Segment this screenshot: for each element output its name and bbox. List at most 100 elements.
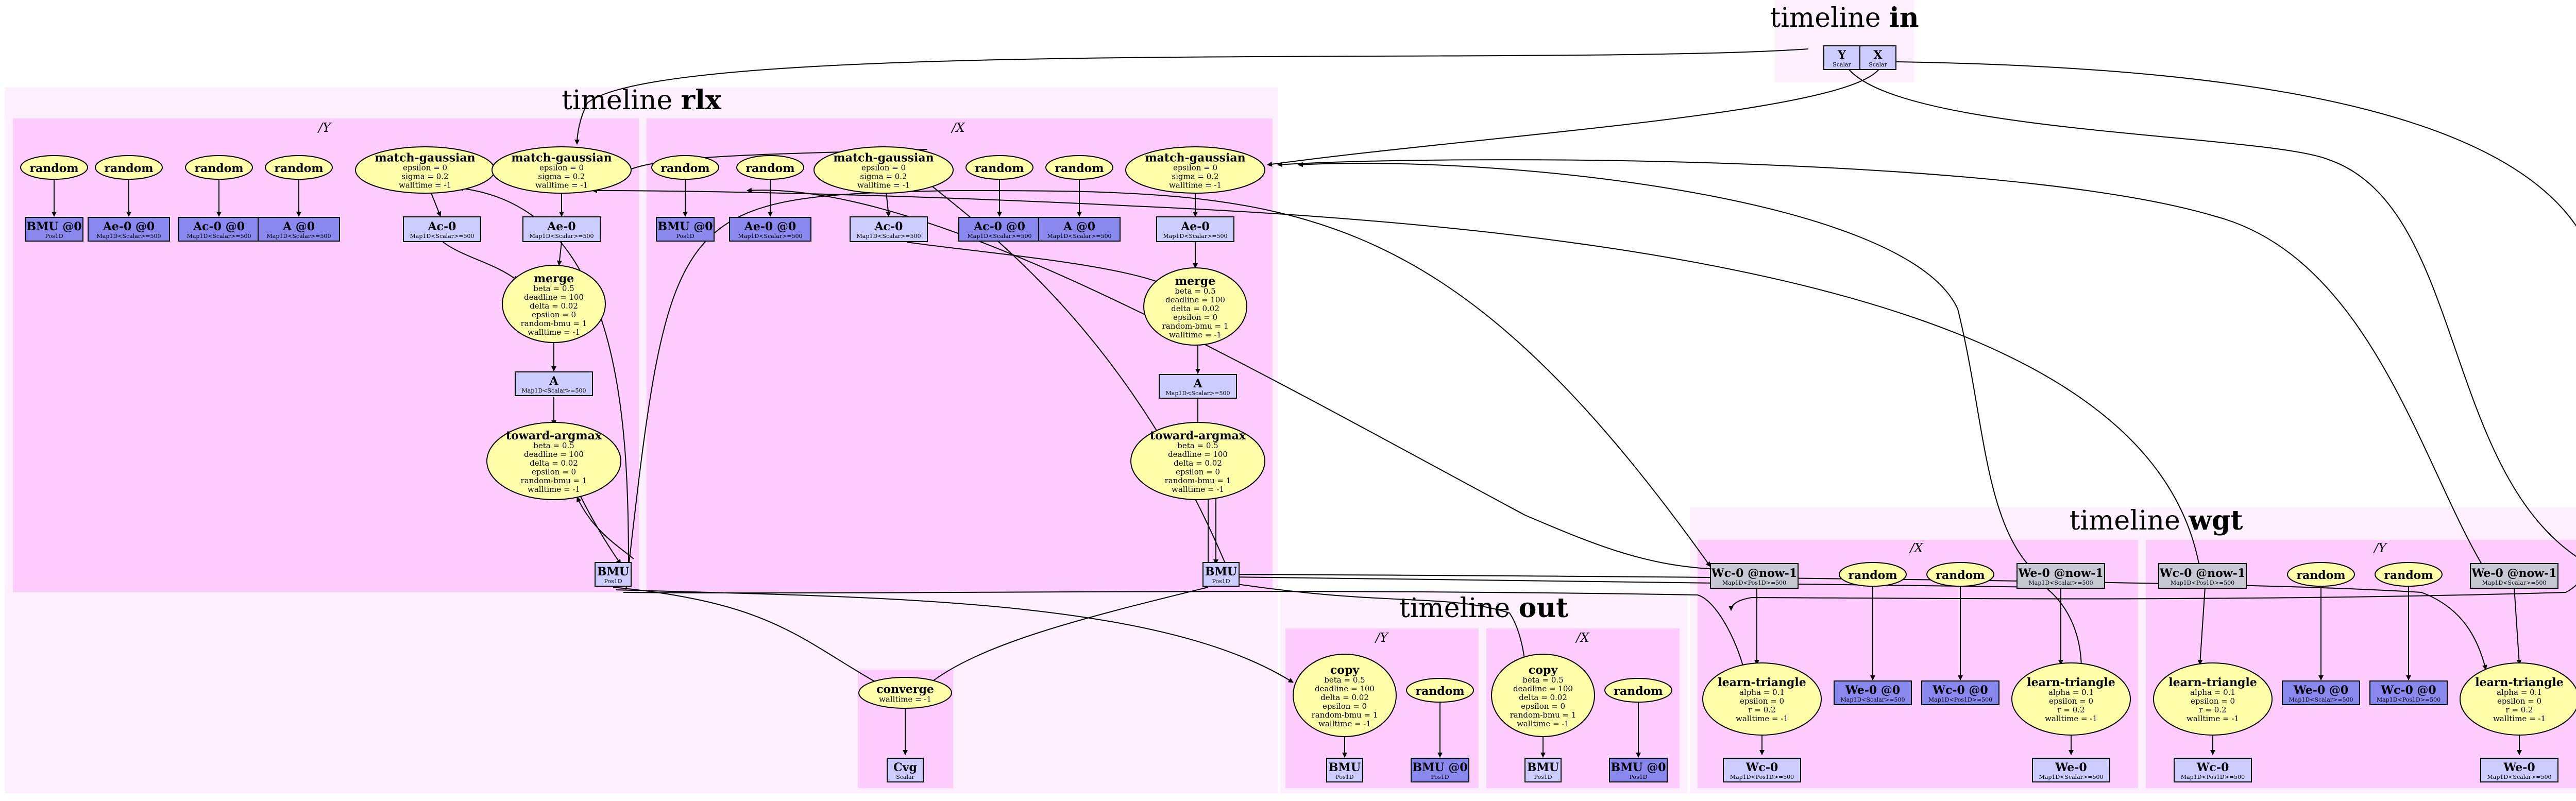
node-title: learn-triangle [2475,676,2563,689]
node-param: walltime = -1 [879,695,931,704]
node-ry-r3[interactable]: random [185,155,253,180]
node-wy-r1[interactable]: random [2287,562,2355,587]
node-param: epsilon = 0 [2191,696,2235,706]
node-rx-r3[interactable]: random [965,155,1033,180]
node-rx-r4[interactable]: random [1045,155,1113,180]
node-type: Pos1D [1431,774,1449,780]
node-title: match-gaussian [375,151,475,165]
node-type: Pos1D [1534,774,1552,780]
node-wx-r2[interactable]: random [1926,562,1994,587]
node-ry-r4[interactable]: random [265,155,333,180]
variable-node-shape [1859,45,1896,70]
node-type: Map1D<Scalar>=500 [968,233,1032,240]
node-title: BMU [597,565,629,578]
variable-node-shape [2032,758,2110,782]
node-param: beta = 0.5 [1522,675,1563,685]
node-param: walltime = -1 [1172,485,1224,494]
node-title: random [745,162,794,175]
node-title: match-gaussian [511,151,612,165]
node-param: alpha = 0.1 [2497,688,2542,697]
node-wx-r1[interactable]: random [1839,562,1907,587]
node-oy-rand[interactable]: random [1406,678,1474,703]
node-ry-r1[interactable]: random [20,155,88,180]
svg-text:timeline out: timeline out [1399,592,1568,624]
node-type: Scalar [1833,61,1851,68]
node-title: Ae-0 @0 [744,220,796,233]
node-param: beta = 0.5 [1177,441,1218,450]
process-node-shape [2011,662,2131,736]
node-title: random [2384,569,2433,582]
timeline-out-name: out [1519,592,1569,624]
cluster-rlx-x-label: /X [951,121,965,135]
node-title: BMU @0 [657,220,713,233]
node-param: epsilon = 0 [1740,696,1784,706]
variable-node-shape [515,371,593,396]
node-ox-rand[interactable]: random [1604,678,1672,703]
node-rx-r1[interactable]: random [651,155,719,180]
node-wy-r2[interactable]: random [2375,562,2443,587]
node-title: BMU [1329,761,1361,774]
node-rx-r2[interactable]: random [736,155,804,180]
node-param: random-bmu = 1 [1162,321,1229,331]
node-title: We-0 @0 [1845,684,1900,697]
node-param: random-bmu = 1 [1510,710,1577,720]
node-param: sigma = 0.2 [1172,172,1218,181]
variable-node-shape [1202,562,1240,587]
node-ry-r2[interactable]: random [95,155,163,180]
node-type: Map1D<Scalar>=500 [1163,233,1228,240]
process-node-shape [1293,654,1397,737]
node-title: X [1873,48,1883,62]
node-param: delta = 0.02 [1174,458,1222,468]
